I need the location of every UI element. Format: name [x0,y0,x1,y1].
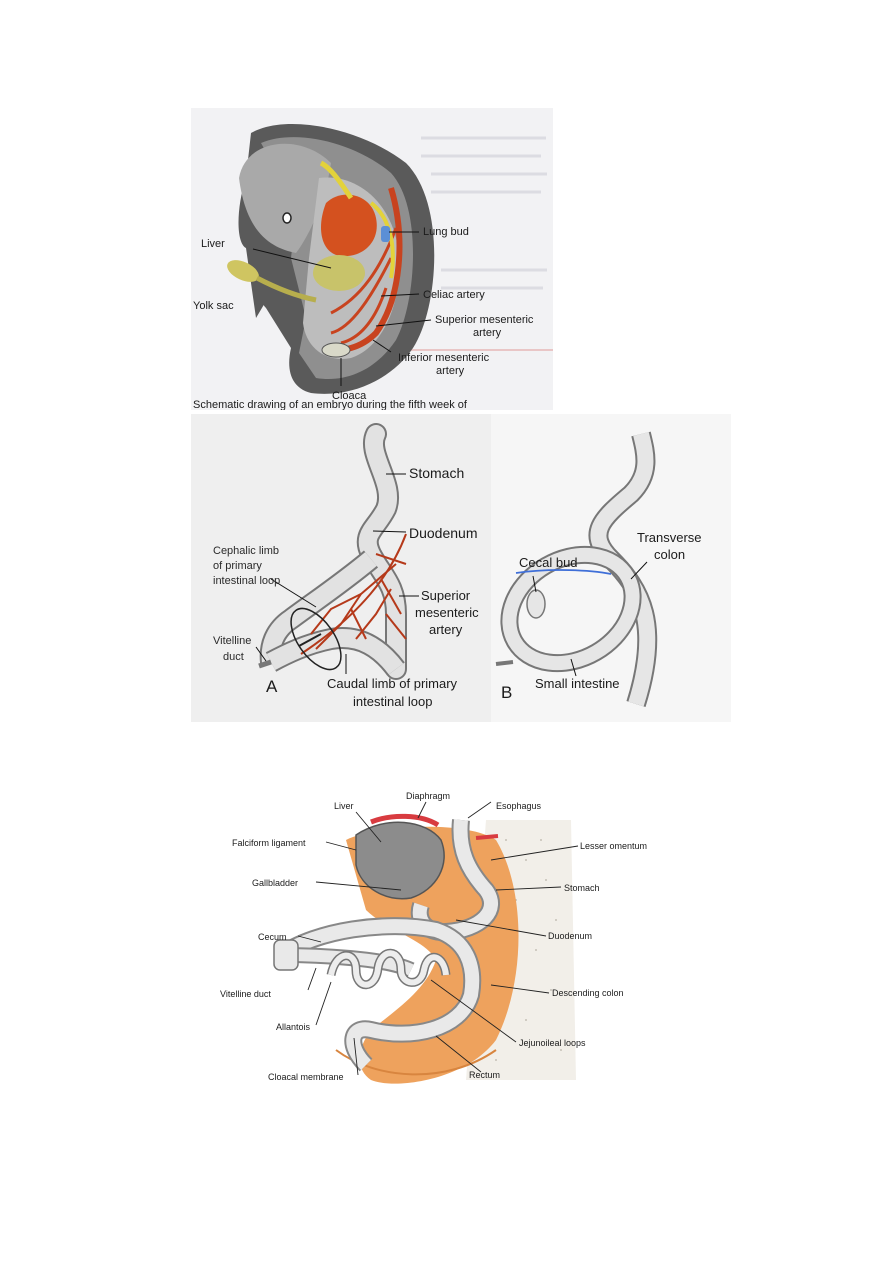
label-stomach: Stomach [409,465,464,481]
label-esophagus: Esophagus [496,801,542,811]
label-vitelline-duct: Vitelline duct [220,989,271,999]
label-stomach: Stomach [564,883,600,893]
vitelline-duct-shape [274,940,298,970]
label-inferior-mesenteric: Inferior mesenteric [398,352,490,364]
embryo-illustration: Liver Yolk sac Lung bud Celiac artery Su… [191,108,553,410]
figure-caption: Schematic drawing of an embryo during th… [193,399,468,410]
label-superior-mesenteric: Superior mesenteric [435,314,534,326]
label-cephalic-intestinal-loop: intestinal loop [213,575,280,587]
label-duodenum: Duodenum [548,931,592,941]
label-caudal-intestinal-loop: intestinal loop [353,694,433,709]
panel-label-a: A [266,677,278,696]
gut-loops-illustration: Liver Diaphragm Esophagus Falciform liga… [206,780,676,1095]
label-sma-mesenteric: mesenteric [415,605,479,620]
label-falciform-ligament: Falciform ligament [232,838,306,848]
label-inferior-mesenteric-artery: artery [436,365,465,377]
label-liver: Liver [334,801,354,811]
panel-label-b: B [501,683,512,702]
label-duodenum: Duodenum [409,525,478,541]
label-sma-superior: Superior [421,588,471,603]
label-cecal-bud: Cecal bud [519,555,578,570]
label-cephalic-limb: Cephalic limb [213,545,279,557]
label-rectum: Rectum [469,1070,500,1080]
label-diaphragm: Diaphragm [406,791,450,801]
intestinal-loop-illustration: Stomach Duodenum Cephalic limb of primar… [191,414,731,722]
label-transverse-colon: colon [654,547,685,562]
label-lung-bud: Lung bud [423,226,469,238]
label-small-intestine: Small intestine [535,676,620,691]
label-sma-artery: artery [429,622,463,637]
label-liver: Liver [201,238,225,250]
cloaca-shape [322,343,350,357]
lung-bud-shape [381,226,390,242]
label-transverse: Transverse [637,530,702,545]
label-gallbladder: Gallbladder [252,878,298,888]
figure-gut-loops: Liver Diaphragm Esophagus Falciform liga… [206,780,676,1095]
label-yolk-sac: Yolk sac [193,300,234,312]
cecal-bud-shape [527,590,545,618]
label-cecum: Cecum [258,932,287,942]
label-allantois: Allantois [276,1022,311,1032]
label-vitelline: Vitelline [213,635,251,647]
label-vitelline-duct: duct [223,651,244,663]
label-celiac-artery: Celiac artery [423,289,485,301]
label-lesser-omentum: Lesser omentum [580,841,647,851]
label-cephalic-of-primary: of primary [213,560,262,572]
figure-embryo-fifth-week: Liver Yolk sac Lung bud Celiac artery Su… [191,108,553,410]
label-jejunoileal-loops: Jejunoileal loops [519,1038,586,1048]
liver-shape [313,255,365,291]
figure-primary-intestinal-loop: Stomach Duodenum Cephalic limb of primar… [191,414,731,722]
label-superior-mesenteric-artery: artery [473,327,502,339]
label-descending-colon: Descending colon [552,988,624,998]
label-cloacal-membrane: Cloacal membrane [268,1072,344,1082]
label-caudal-limb: Caudal limb of primary [327,676,458,691]
